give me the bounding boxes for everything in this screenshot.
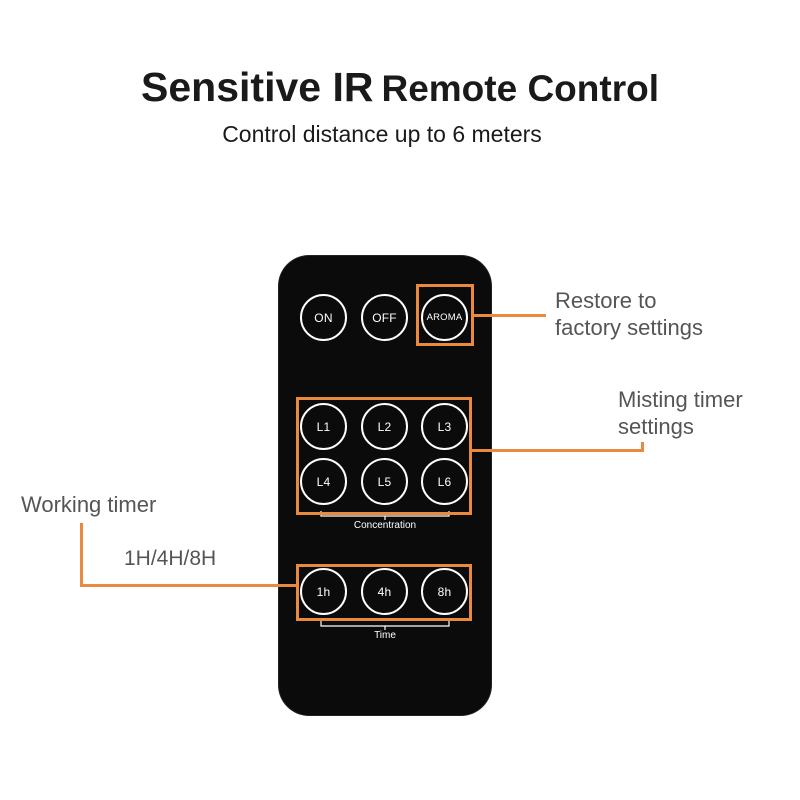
title-part-2: Remote Control — [381, 68, 659, 109]
time-8h-button[interactable]: 8h — [421, 568, 468, 615]
misting-connector-vertical — [641, 442, 644, 452]
concentration-label: Concentration — [353, 520, 417, 531]
off-button[interactable]: OFF — [361, 294, 408, 341]
concentration-l2-button[interactable]: L2 — [361, 403, 408, 450]
aroma-button[interactable]: AROMA — [421, 294, 468, 341]
time-bracket — [320, 621, 450, 630]
misting-annotation-line-2: settings — [618, 414, 694, 439]
time-1h-button[interactable]: 1h — [300, 568, 347, 615]
concentration-l3-button[interactable]: L3 — [421, 403, 468, 450]
working-timer-connector-horizontal — [80, 584, 296, 587]
concentration-l5-button[interactable]: L5 — [361, 458, 408, 505]
concentration-l1-button[interactable]: L1 — [300, 403, 347, 450]
on-button[interactable]: ON — [300, 294, 347, 341]
misting-annotation: Misting timer settings — [618, 386, 743, 440]
aroma-highlight-box — [416, 284, 474, 346]
timer-options-annotation: 1H/4H/8H — [124, 547, 217, 570]
concentration-highlight-box — [296, 397, 472, 515]
misting-annotation-line-1: Misting timer — [618, 387, 743, 412]
page-subtitle: Control distance up to 6 meters — [222, 121, 542, 147]
concentration-l4-button[interactable]: L4 — [300, 458, 347, 505]
restore-annotation-line-1: Restore to — [555, 288, 657, 313]
remote-control-body: ON OFF AROMA L1 L2 L3 L4 L5 L6 Concentra… — [279, 256, 491, 715]
restore-annotation: Restore to factory settings — [555, 287, 703, 341]
restore-connector-line — [474, 314, 546, 317]
title-part-1: Sensitive IR — [141, 64, 374, 110]
time-4h-button[interactable]: 4h — [361, 568, 408, 615]
time-label: Time — [374, 630, 396, 641]
misting-connector-horizontal — [472, 449, 644, 452]
working-timer-connector-vertical — [80, 523, 83, 587]
working-timer-annotation: Working timer — [21, 492, 157, 517]
restore-annotation-line-2: factory settings — [555, 315, 703, 340]
time-highlight-box — [296, 564, 472, 621]
concentration-l6-button[interactable]: L6 — [421, 458, 468, 505]
